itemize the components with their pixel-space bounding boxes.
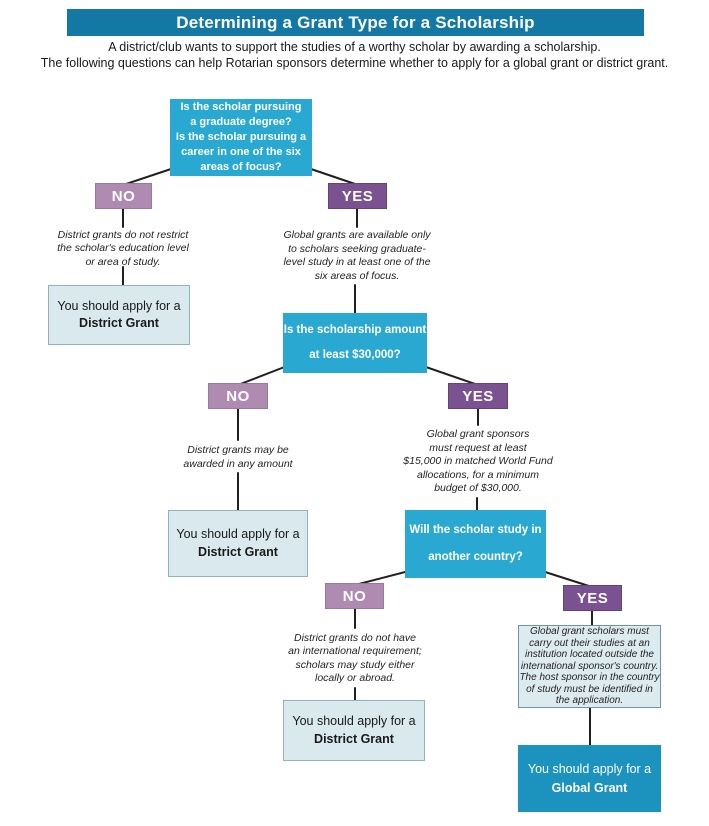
subtitle-line-1: A district/club wants to support the stu… <box>108 40 601 54</box>
note-global-world-fund: Global grant sponsors must request at le… <box>403 428 553 495</box>
subtitle-line-2: The following questions can help Rotaria… <box>40 56 669 70</box>
connector-line <box>422 365 479 386</box>
result-global-grant: You should apply for a Global Grant <box>518 745 661 812</box>
question-study-another-country: Will the scholar study in another countr… <box>405 510 546 578</box>
result-grant-type: Global Grant <box>551 780 628 795</box>
result-grant-type: District Grant <box>79 316 159 330</box>
note-district-no-restrict: District grants do not restrict the scho… <box>57 228 189 268</box>
connector-line <box>237 365 288 386</box>
result-district-grant-2: You should apply for a District Grant <box>168 510 308 577</box>
note-district-any-amount: District grants may be awarded in any am… <box>183 444 293 470</box>
connector-line <box>307 167 359 186</box>
connector-line <box>541 570 593 588</box>
connector-line <box>354 570 410 586</box>
result-text-line: You should apply for a <box>292 714 416 728</box>
no-label-1: NO <box>95 183 152 209</box>
note-global-graduate-only: Global grants are available only to scho… <box>283 229 431 282</box>
note-district-no-international: District grants do not have an internati… <box>288 631 422 685</box>
no-label-3: NO <box>325 583 384 609</box>
connector-line <box>122 167 175 186</box>
yes-label-1: YES <box>328 183 387 209</box>
result-district-grant-3: You should apply for a District Grant <box>283 700 425 761</box>
result-text-line: You should apply for a <box>57 298 181 313</box>
result-text-line: You should apply for a <box>527 761 652 776</box>
question-graduate-degree: Is the scholar pursuing a graduate degre… <box>170 99 312 176</box>
result-district-grant-1: You should apply for a District Grant <box>48 285 190 345</box>
note-global-outside-country: Global grant scholars must carry out the… <box>518 625 661 708</box>
result-text-line: You should apply for a <box>176 527 300 541</box>
yes-label-3: YES <box>563 585 622 611</box>
question-scholarship-amount: Is the scholarship amount at least $30,0… <box>283 313 427 373</box>
page-title: Determining a Grant Type for a Scholarsh… <box>67 9 644 36</box>
yes-label-2: YES <box>448 383 508 409</box>
result-grant-type: District Grant <box>314 731 394 746</box>
result-grant-type: District Grant <box>198 544 278 559</box>
no-label-2: NO <box>208 383 268 409</box>
page-subtitle: A district/club wants to support the stu… <box>0 38 709 72</box>
